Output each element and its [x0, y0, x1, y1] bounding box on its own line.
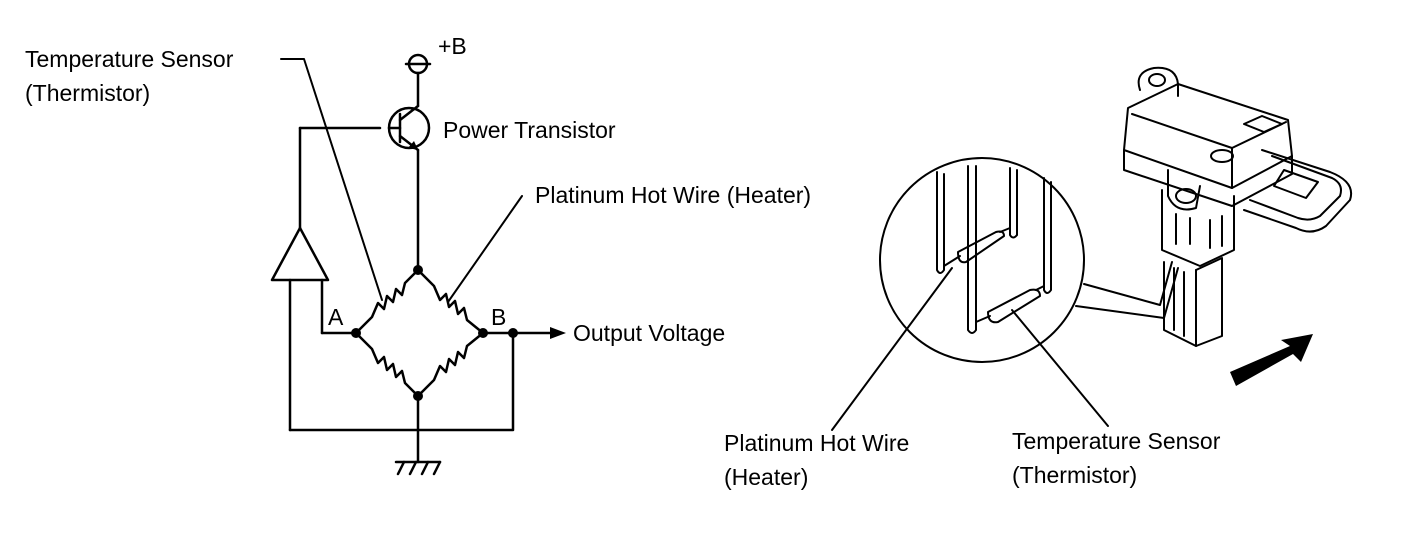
temp-sensor-leader — [280, 58, 383, 301]
bridge-resistor-bottom-right-icon — [416, 331, 485, 398]
support-pins — [936, 165, 1052, 334]
hot-wire-leader — [447, 195, 523, 303]
supply-label: +B — [438, 33, 467, 59]
node-top — [413, 265, 423, 275]
output-voltage-label: Output Voltage — [573, 320, 725, 346]
hot-wire-element-icon — [943, 227, 1011, 267]
output-arrow-icon — [550, 327, 566, 339]
sensor-thermistor-label-line1: Temperature Sensor — [1012, 428, 1221, 454]
bridge-resistors — [354, 268, 485, 398]
bridge-circuit: +B Power Transistor — [25, 33, 811, 476]
hot-wire-pointer — [831, 267, 953, 431]
magnified-view-circle — [879, 157, 1085, 363]
thermistor-element-icon — [975, 285, 1045, 324]
airflow-meter-body-icon — [1123, 66, 1352, 347]
temp-sensor-label-line2: (Thermistor) — [25, 80, 150, 106]
sensor-thermistor-label-line2: (Thermistor) — [1012, 462, 1137, 488]
thermistor-pointer — [1011, 309, 1109, 427]
node-b-label: B — [491, 304, 506, 330]
bridge-resistor-bottom-left-icon — [354, 331, 420, 398]
sensor-hot-wire-label-line1: Platinum Hot Wire — [724, 430, 909, 456]
node-a — [351, 328, 361, 338]
airflow-arrow-icon — [1230, 334, 1313, 386]
sensor-illustration: Platinum Hot Wire (Heater) Temperature S… — [724, 66, 1352, 490]
hot-wire-resistor-icon — [416, 268, 485, 335]
hot-wire-label: Platinum Hot Wire (Heater) — [535, 182, 811, 208]
temp-sensor-label-line1: Temperature Sensor — [25, 46, 234, 72]
power-transistor-icon — [298, 104, 431, 152]
amplifier-icon — [270, 126, 358, 432]
feedback-wire — [288, 331, 515, 432]
thermistor-resistor-icon — [354, 268, 420, 335]
supply-terminal-icon — [404, 53, 432, 108]
sensor-hot-wire-label-line2: (Heater) — [724, 464, 808, 490]
ground-icon — [394, 394, 442, 476]
power-transistor-label: Power Transistor — [443, 117, 616, 143]
magnify-connector-upper — [1083, 261, 1173, 306]
node-a-label: A — [328, 304, 344, 330]
